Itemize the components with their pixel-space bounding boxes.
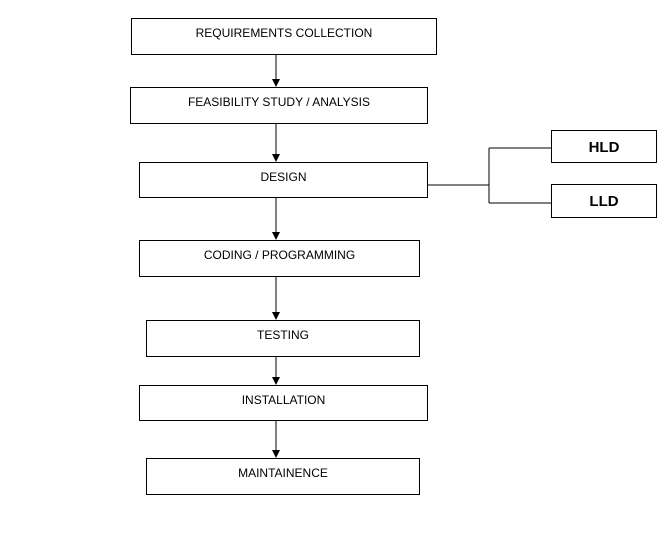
step-label: TESTING	[256, 328, 309, 342]
step-box-design: DESIGN	[139, 162, 428, 198]
step-box-installation: INSTALLATION	[139, 385, 428, 421]
step-box-coding: CODING / PROGRAMMING	[139, 240, 420, 277]
step-box-testing: TESTING	[146, 320, 420, 357]
step-box-requirements-collection: REQUIREMENTS COLLECTION	[131, 18, 437, 55]
step-box-feasibility-study: FEASIBILITY STUDY / ANALYSIS	[130, 87, 428, 124]
step-label: INSTALLATION	[241, 393, 326, 407]
step-label: DESIGN	[260, 170, 307, 184]
design-box-lld: LLD	[551, 184, 657, 218]
design-box-hld: HLD	[551, 130, 657, 163]
step-label: FEASIBILITY STUDY / ANALYSIS	[187, 95, 371, 109]
design-label: LLD	[589, 193, 619, 210]
design-label: HLD	[588, 139, 620, 156]
step-box-maintainence: MAINTAINENCE	[146, 458, 420, 495]
step-label: REQUIREMENTS COLLECTION	[195, 26, 373, 40]
design-branch-connector	[428, 147, 551, 204]
step-label: MAINTAINENCE	[238, 466, 328, 480]
step-label: CODING / PROGRAMMING	[203, 248, 356, 262]
